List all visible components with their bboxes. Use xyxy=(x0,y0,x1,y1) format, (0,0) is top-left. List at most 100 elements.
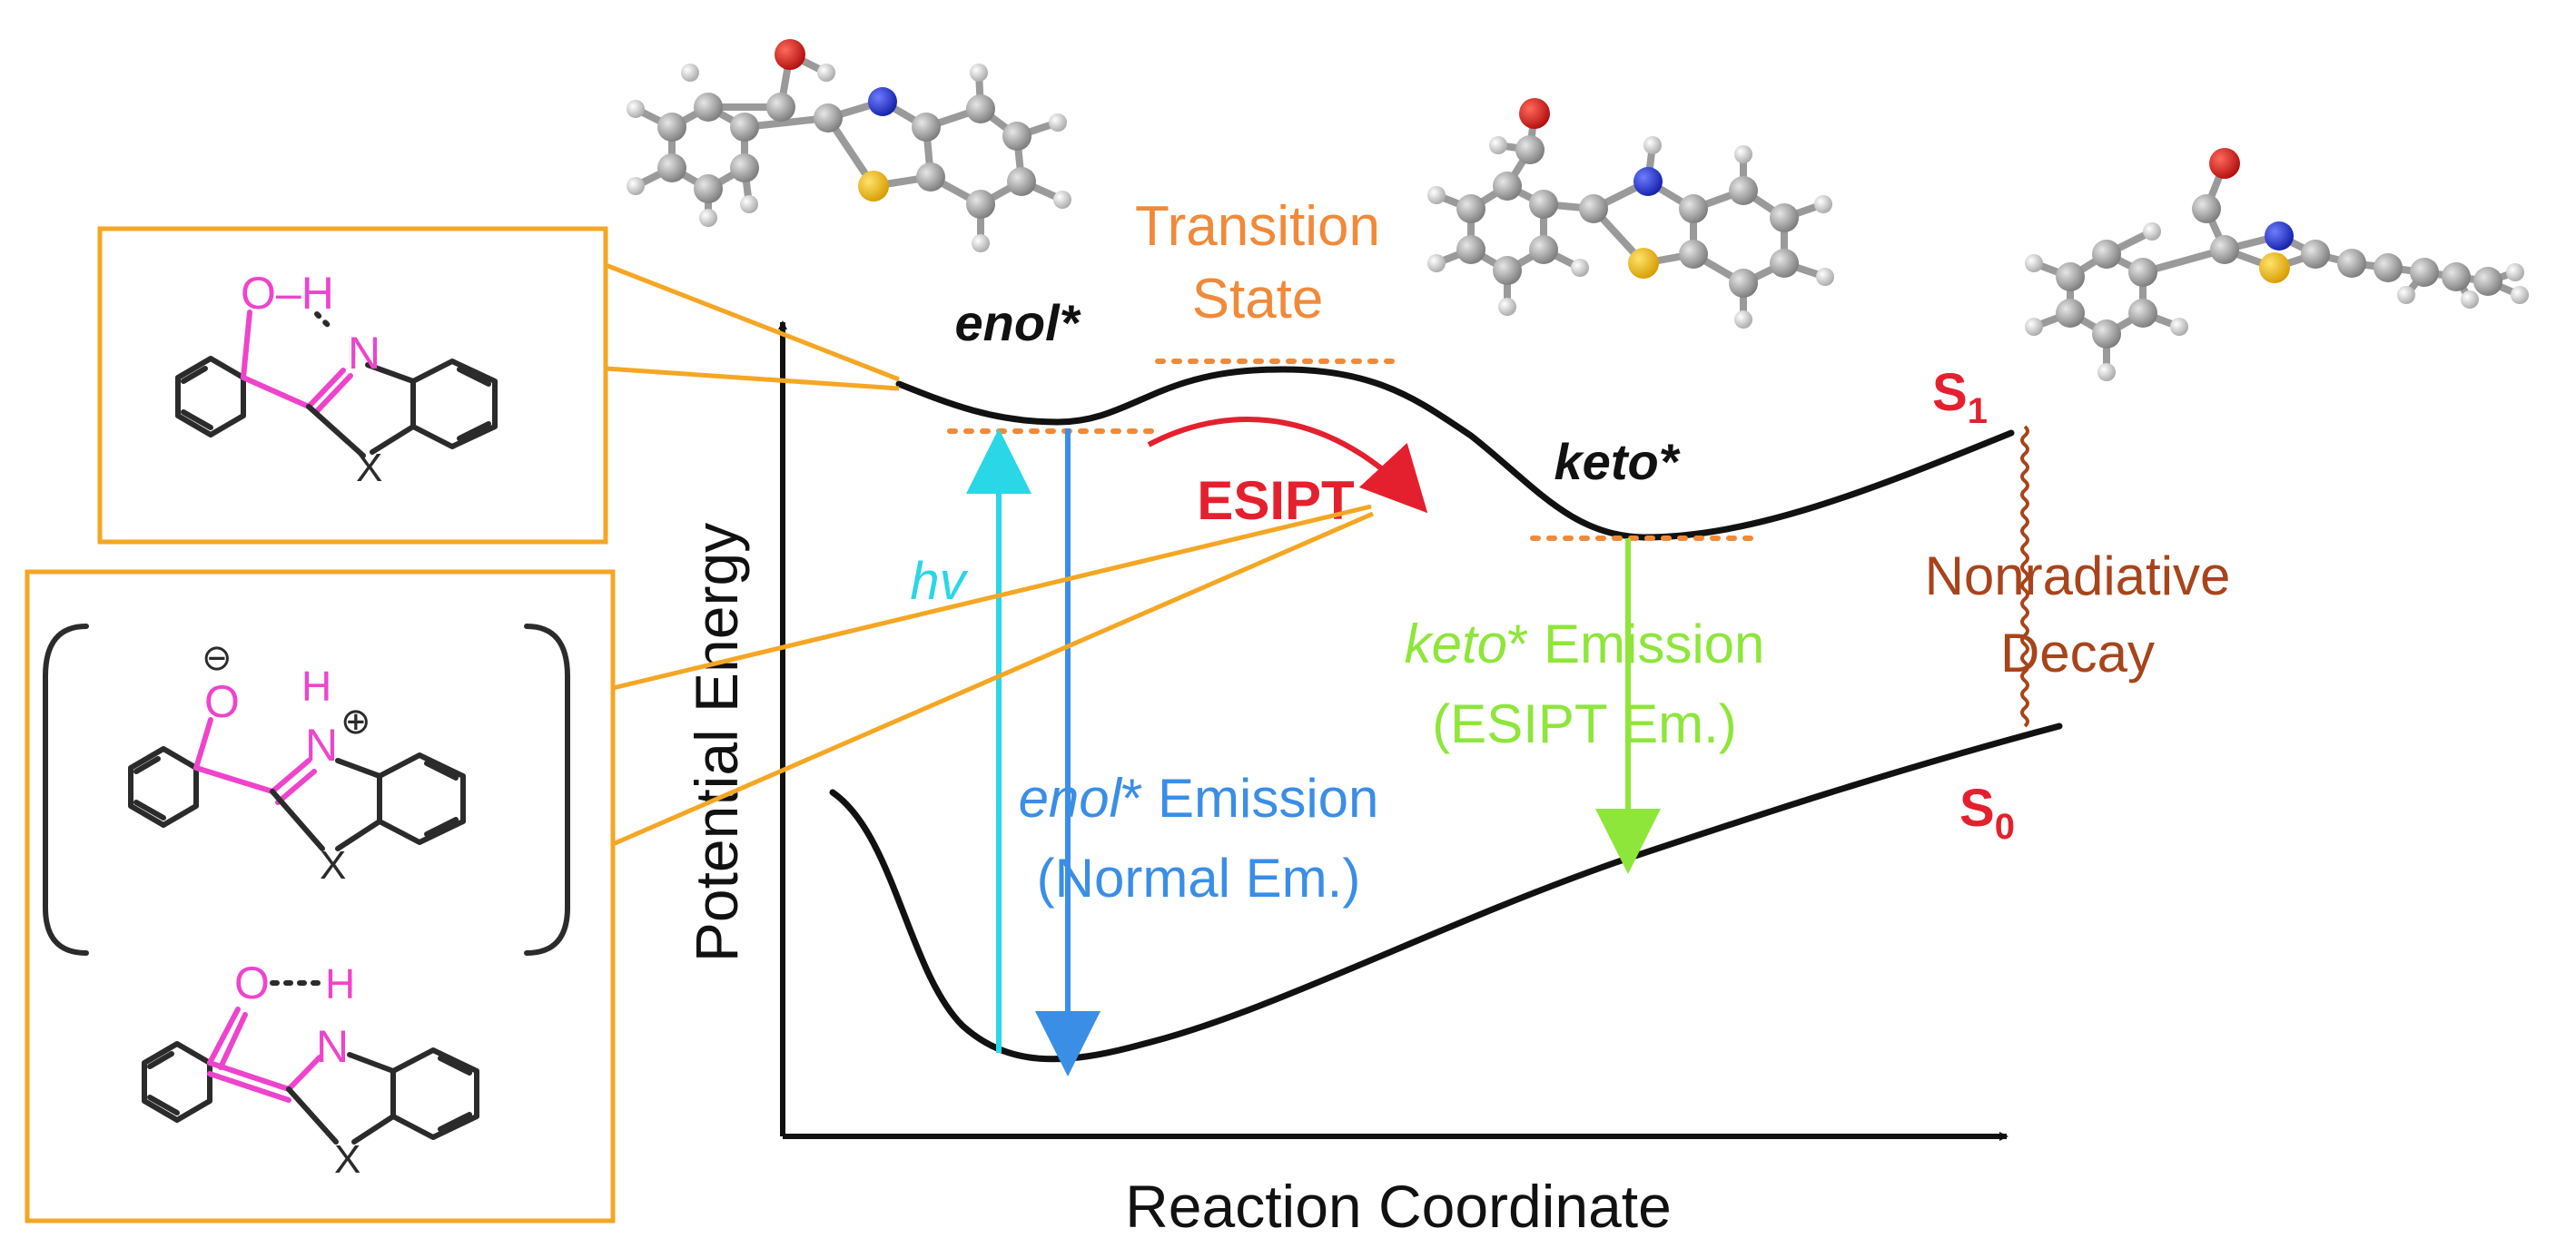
y-axis-label: Potential Energy xyxy=(683,523,750,962)
carbon-atom xyxy=(2442,262,2471,291)
transition-3d-model xyxy=(1427,98,1834,329)
carbon-atom xyxy=(657,153,686,182)
carbon-atom xyxy=(1456,235,1485,264)
hydrogen-atom xyxy=(1427,186,1446,204)
hydrogen-atom xyxy=(2025,318,2043,336)
keto-o-label: O xyxy=(234,958,270,1008)
hydrogen-atom xyxy=(2461,290,2479,309)
carbon-atom xyxy=(1529,190,1558,219)
keto-emission-label-line1: keto* Emission xyxy=(1405,614,1765,674)
zwitterion-structure: O ⊖ H N ⊕ X xyxy=(43,624,570,956)
enol-emission-label-line2: (Normal Em.) xyxy=(1037,848,1361,909)
esipt-arrow xyxy=(1147,417,1428,514)
carbon-atom xyxy=(694,174,723,203)
hydrogen-atom xyxy=(2097,363,2116,381)
hydrogen-atom xyxy=(740,195,758,213)
enol-emission-label-line1: enol* Emission xyxy=(1019,768,1379,829)
carbon-atom xyxy=(2092,240,2121,269)
carbon-atom xyxy=(814,103,843,133)
s0-curve xyxy=(829,722,2063,1063)
carbon-atom xyxy=(730,113,759,142)
enol-oh-label: O–H xyxy=(241,268,334,319)
hydrogen-atom xyxy=(972,234,990,252)
sulfur-atom xyxy=(858,171,889,201)
transition-state-label-line2: State xyxy=(1192,268,1324,330)
keto-twisted-3d-model xyxy=(2025,148,2529,381)
enol-x-label: X xyxy=(356,446,382,490)
carbon-atom xyxy=(912,113,941,142)
oxygen-atom xyxy=(775,39,805,70)
esipt-label: ESIPT xyxy=(1197,470,1354,531)
zwitterion-h-label: H xyxy=(301,663,331,710)
nitrogen-atom xyxy=(1633,167,1663,196)
carbon-atom xyxy=(2056,262,2085,291)
hydrogen-atom xyxy=(1049,113,1067,132)
axes: Potential Energy Reaction Coordinate xyxy=(683,320,2008,1240)
carbon-atom xyxy=(1770,249,1799,278)
hydrogen-atom xyxy=(1734,310,1752,329)
carbon-atom xyxy=(1770,203,1799,232)
carbon-atom xyxy=(2337,249,2366,278)
carbon-atom xyxy=(2128,299,2157,328)
nitrogen-atom xyxy=(868,87,897,116)
hydrogen-atom xyxy=(970,64,988,82)
keto-h-label: H xyxy=(325,960,355,1007)
zwitterion-plus-label: ⊕ xyxy=(341,702,371,742)
carbon-atom xyxy=(966,190,995,219)
hydrogen-atom xyxy=(681,64,699,82)
transition-state-label-line1: Transition xyxy=(1135,195,1380,258)
carbon-atom xyxy=(966,94,995,123)
hydrogen-atom xyxy=(699,209,717,227)
hydrogen-atom xyxy=(1814,195,1832,213)
carbon-atom xyxy=(766,93,795,122)
carbon-atom xyxy=(2473,267,2502,296)
keto-star-label: keto* xyxy=(1554,433,1681,490)
carbon-atom xyxy=(1007,167,1036,196)
carbon-atom xyxy=(1002,122,1031,151)
sulfur-atom xyxy=(2259,252,2290,283)
keto-emission-label-line2: (ESIPT Em.) xyxy=(1432,693,1737,754)
hydrogen-atom xyxy=(1734,145,1752,163)
enol-structure-box xyxy=(97,226,608,545)
hydrogen-atom xyxy=(1571,259,1589,277)
hydrogen-atom xyxy=(2511,286,2529,304)
s1-curve xyxy=(895,366,2015,541)
enol-n-label: N xyxy=(348,328,380,378)
connector-lines xyxy=(605,262,1374,847)
carbon-atom xyxy=(1579,194,1608,223)
keto-structure-box xyxy=(25,569,616,1224)
carbon-atom xyxy=(1515,135,1545,164)
hydrogen-atom xyxy=(1643,136,1662,154)
oxygen-atom xyxy=(1519,98,1550,129)
s0-label: S0 xyxy=(1959,779,2015,847)
hydrogen-atom xyxy=(1427,254,1446,272)
keto-structure: O H N X xyxy=(142,958,479,1182)
carbon-atom xyxy=(916,162,945,192)
s1-label: S1 xyxy=(1932,363,1988,431)
carbon-atom xyxy=(1729,269,1758,298)
x-axis-label: Reaction Coordinate xyxy=(1125,1173,1672,1240)
keto-n-label: N xyxy=(316,1021,349,1072)
enol-3d-model xyxy=(627,39,1071,252)
zwitterion-n-label: N xyxy=(305,720,338,771)
carbon-atom xyxy=(1493,256,1522,285)
carbon-atom xyxy=(1493,172,1522,201)
hydrogen-atom xyxy=(627,177,645,195)
carbon-atom xyxy=(2128,258,2157,287)
hydrogen-atom xyxy=(2506,263,2524,281)
carbon-atom xyxy=(1679,194,1708,223)
carbon-atom xyxy=(2192,194,2221,223)
nonradiative-label-line1: Nonradiative xyxy=(1925,545,2231,606)
carbon-atom xyxy=(2210,235,2239,264)
nonradiative-decay-wavy-line xyxy=(2020,425,2029,728)
carbon-atom xyxy=(694,93,723,122)
carbon-atom xyxy=(1529,235,1558,264)
hydrogen-atom xyxy=(1489,136,1507,154)
carbon-atom xyxy=(2410,258,2439,287)
hydrogen-atom xyxy=(817,64,835,82)
nitrogen-atom xyxy=(2265,221,2294,251)
enol-structure: O–H N X xyxy=(175,268,498,490)
hv-label: hv xyxy=(910,552,968,611)
nonradiative-label-line2: Decay xyxy=(2000,623,2155,683)
